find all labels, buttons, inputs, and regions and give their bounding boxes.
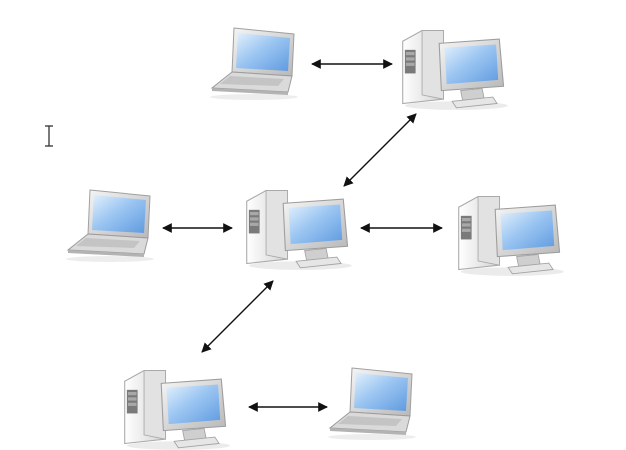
laptop-icon-bottom-right — [327, 367, 417, 441]
computers — [65, 27, 565, 450]
connections — [162, 59, 443, 412]
laptop-icon-middle-left — [65, 189, 155, 263]
desktop-icon-bottom-left — [124, 369, 231, 450]
text-cursor-icon — [45, 125, 53, 147]
arrow-desktop-center-desktop-bottom-left — [201, 280, 274, 353]
desktop-icon-center — [246, 189, 353, 270]
desktop-icon-middle-right — [458, 195, 565, 276]
desktop-icon-top-right — [402, 29, 509, 110]
laptop-icon-top — [209, 27, 299, 101]
arrow-desktop-top-right-desktop-center — [343, 113, 417, 187]
